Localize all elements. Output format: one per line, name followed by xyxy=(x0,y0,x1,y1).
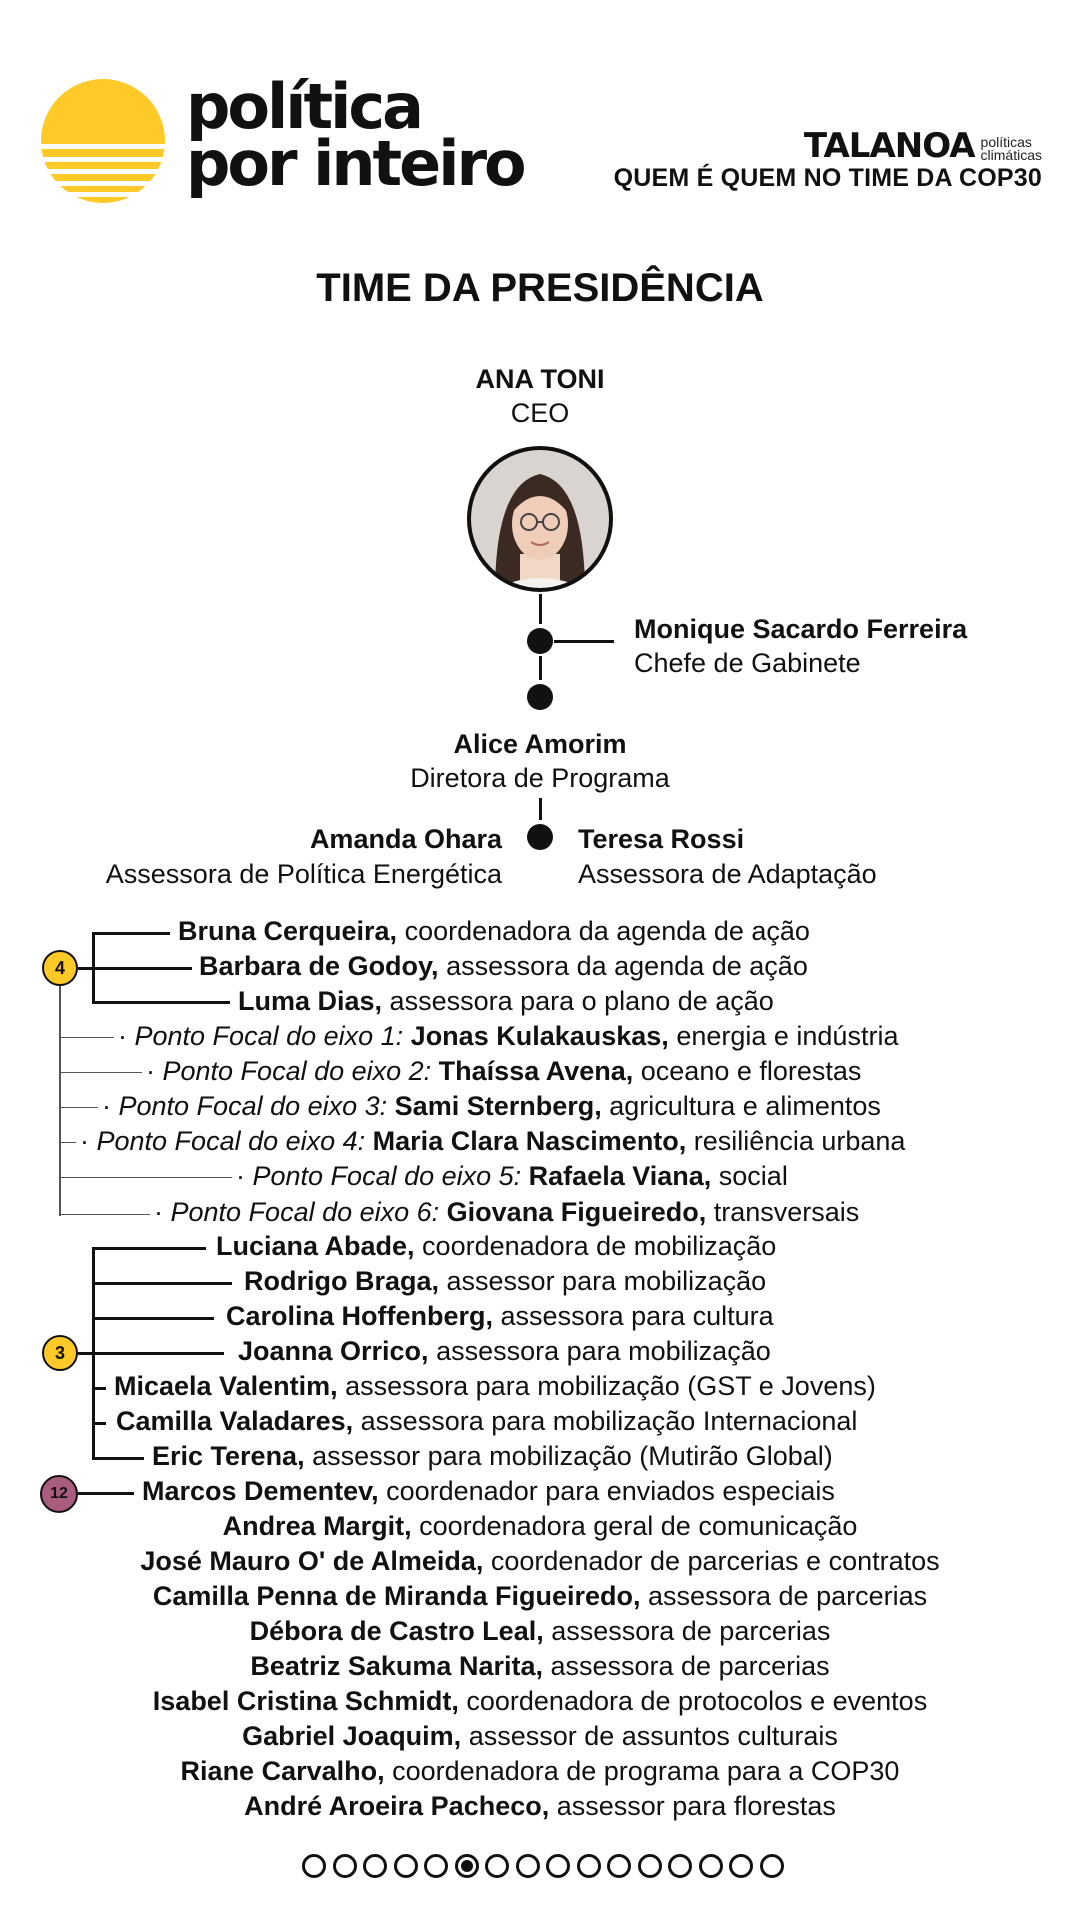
node-chief-of-staff xyxy=(527,628,553,654)
group3-member: Gabriel Joaquim, assessor de assuntos cu… xyxy=(242,1721,838,1751)
advisor-right-block: Teresa Rossi Assessora de Adaptação xyxy=(578,822,877,892)
node-advisors xyxy=(527,824,553,850)
group2-member: Eric Terena, assessor para mobilização (… xyxy=(152,1441,833,1471)
group2-member: Micaela Valentim, assessora para mobiliz… xyxy=(114,1371,876,1401)
group2-badge: 3 xyxy=(42,1335,78,1371)
politica-por-inteiro-sun-logo-icon xyxy=(41,79,165,203)
series-title: QUEM É QUEM NO TIME DA COP30 xyxy=(613,164,1042,192)
chief-of-staff-name: Monique Sacardo Ferreira xyxy=(634,614,968,644)
group1-branch-1 xyxy=(92,932,170,935)
advisor-right-role: Assessora de Adaptação xyxy=(578,859,877,889)
connector-director xyxy=(539,656,542,680)
director-role: Diretora de Programa xyxy=(410,763,670,793)
connector-advisors xyxy=(539,798,542,820)
director-name: Alice Amorim xyxy=(453,729,627,759)
group1-focal-trunk xyxy=(59,986,61,1216)
group3-lead: Marcos Dementev, coordenador para enviad… xyxy=(142,1476,835,1506)
group1-branch-3 xyxy=(92,1001,230,1004)
group2-member: Camilla Valadares, assessora para mobili… xyxy=(116,1406,858,1436)
group3-member: Beatriz Sakuma Narita, assessora de parc… xyxy=(250,1651,830,1681)
pagination-dot[interactable] xyxy=(576,1854,601,1878)
brand-title: política por inteiro xyxy=(186,70,527,200)
group1-focal: · Ponto Focal do eixo 5: Rafaela Viana, … xyxy=(236,1161,788,1191)
group2-branch xyxy=(92,1317,214,1320)
group2-branch xyxy=(92,1282,232,1285)
group3-member: José Mauro O' de Almeida, coordenador de… xyxy=(140,1546,940,1576)
chief-of-staff-role: Chefe de Gabinete xyxy=(634,648,861,678)
ceo-role: CEO xyxy=(510,398,570,428)
group2-member: Luciana Abade, coordenadora de mobilizaç… xyxy=(216,1231,777,1261)
pagination-dot[interactable] xyxy=(668,1854,692,1878)
group3-member: Débora de Castro Leal, assessora de parc… xyxy=(249,1616,831,1646)
group1-focal: · Ponto Focal do eixo 4: Maria Clara Nas… xyxy=(80,1126,906,1156)
group3-member: Riane Carvalho, coordenadora de programa… xyxy=(180,1756,900,1786)
group2-member: Rodrigo Braga, assessor para mobilização xyxy=(244,1266,767,1296)
ceo-portrait xyxy=(467,446,613,592)
pagination-dot[interactable] xyxy=(637,1854,662,1878)
chief-of-staff-block: Monique Sacardo Ferreira Chefe de Gabine… xyxy=(634,612,967,680)
group2-member: Joanna Orrico, assessora para mobilizaçã… xyxy=(238,1336,771,1366)
pagination-dot[interactable] xyxy=(363,1854,387,1878)
ceo-name: ANA TONI xyxy=(475,364,605,394)
group1-focal: · Ponto Focal do eixo 6: Giovana Figueir… xyxy=(154,1197,860,1227)
group3-member: André Aroeira Pacheco, assessor para flo… xyxy=(244,1791,836,1821)
group1-focal: · Ponto Focal do eixo 2: Thaíssa Avena, … xyxy=(146,1056,862,1086)
group3-member: Isabel Cristina Schmidt, coordenadora de… xyxy=(152,1686,928,1716)
group1-member: Barbara de Godoy, assessora da agenda de… xyxy=(199,951,808,981)
group1-branch-2 xyxy=(92,967,192,970)
pagination-dot[interactable] xyxy=(424,1854,448,1878)
group2-badge-link xyxy=(78,1352,94,1355)
talanoa-wordmark: TALANOA xyxy=(803,126,976,166)
advisor-right-name: Teresa Rossi xyxy=(578,824,745,854)
section-title: TIME DA PRESIDÊNCIA xyxy=(316,266,764,310)
brand-line-1: política xyxy=(186,70,424,143)
group2-member: Carolina Hoffenberg, assessora para cult… xyxy=(226,1301,774,1331)
pagination-dot[interactable] xyxy=(698,1854,723,1878)
pagination-dot[interactable] xyxy=(607,1854,631,1878)
connector-ceo xyxy=(539,594,542,624)
focal-branch-6 xyxy=(60,1214,150,1215)
group1-badge-link xyxy=(78,967,94,970)
group1-focal: · Ponto Focal do eixo 3: Sami Sternberg,… xyxy=(102,1091,881,1121)
group3-badge-link xyxy=(78,1492,134,1495)
group1-member: Luma Dias, assessora para o plano de açã… xyxy=(238,986,774,1016)
group3-member: Camilla Penna de Miranda Figueiredo, ass… xyxy=(152,1581,928,1611)
pagination-dot[interactable] xyxy=(515,1854,540,1878)
group3-list: Andrea Margit, coordenadora geral de com… xyxy=(0,1509,1080,1824)
pagination-dot[interactable] xyxy=(332,1854,357,1878)
director-block: Alice Amorim Diretora de Programa xyxy=(290,727,790,795)
talanoa-tagline: políticas climáticas xyxy=(980,134,1042,163)
pagination-dot[interactable] xyxy=(302,1854,326,1878)
group2-branch xyxy=(92,1352,224,1355)
focal-branch-4 xyxy=(60,1142,76,1143)
pagination-dot[interactable] xyxy=(759,1854,784,1878)
group1-badge: 4 xyxy=(42,950,78,986)
group3-badge: 12 xyxy=(40,1475,78,1513)
group2-branch xyxy=(92,1457,144,1460)
focal-branch-3 xyxy=(60,1107,98,1108)
group1-focal: · Ponto Focal do eixo 1: Jonas Kulakausk… xyxy=(118,1021,899,1051)
group2-branch xyxy=(92,1387,106,1390)
advisor-left-block: Amanda Ohara Assessora de Política Energ… xyxy=(106,822,502,892)
group2-branch xyxy=(92,1422,106,1425)
group3-member: Andrea Margit, coordenadora geral de com… xyxy=(222,1511,858,1541)
pagination-dot[interactable] xyxy=(485,1854,509,1878)
talanoa-logo: TALANOA políticas climáticas xyxy=(803,126,1042,166)
node-director xyxy=(527,684,553,710)
pagination-dot[interactable] xyxy=(729,1854,753,1878)
ceo-block: ANA TONI CEO xyxy=(340,362,740,430)
group2-branch xyxy=(92,1247,206,1250)
pagination-dot-active[interactable] xyxy=(454,1854,479,1878)
pagination-dot[interactable] xyxy=(546,1854,570,1878)
brand-line-2: por inteiro xyxy=(186,127,527,200)
focal-branch-5 xyxy=(60,1177,232,1178)
pagination-dot[interactable] xyxy=(393,1854,418,1878)
advisor-left-name: Amanda Ohara xyxy=(309,824,502,854)
focal-branch-2 xyxy=(60,1072,142,1073)
connector-chief-of-staff xyxy=(554,640,614,643)
group1-member: Bruna Cerqueira, coordenadora da agenda … xyxy=(178,916,810,946)
focal-branch-1 xyxy=(60,1037,114,1038)
advisor-left-role: Assessora de Política Energética xyxy=(105,859,502,889)
